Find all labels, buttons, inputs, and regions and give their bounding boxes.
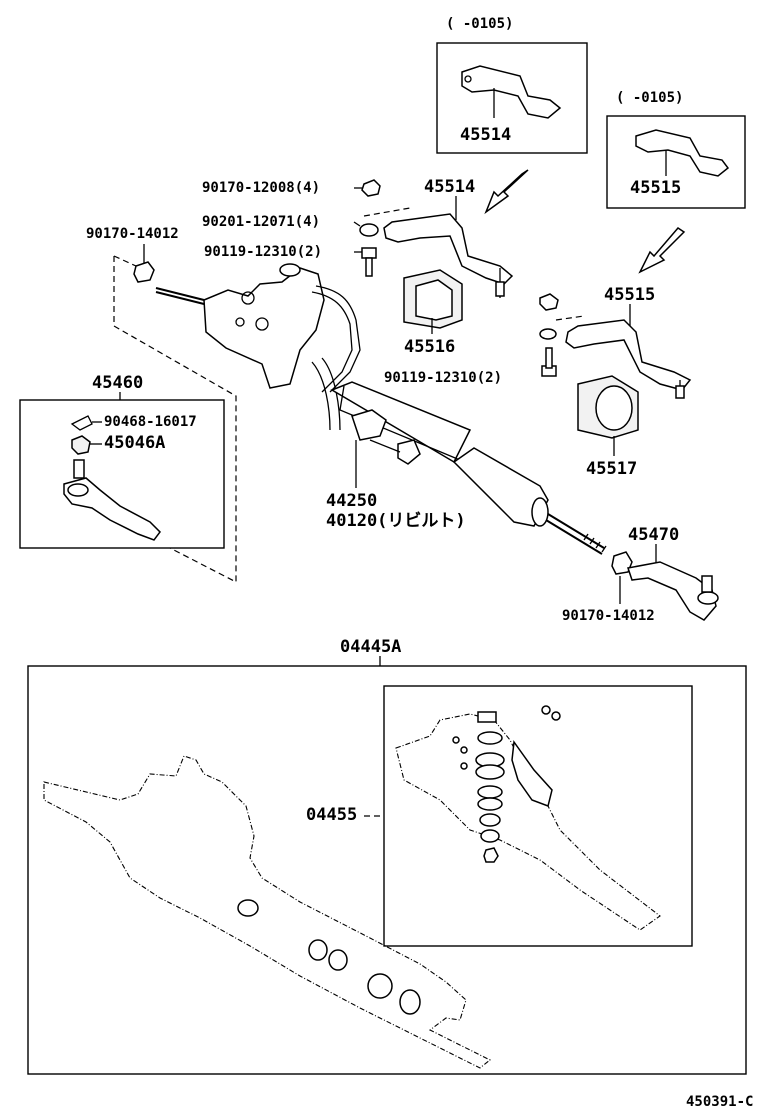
label-45517: 45517 [586, 459, 637, 479]
kit-part-cap [477, 711, 497, 723]
bracket-45514-inset-shape [461, 65, 562, 119]
seal-ring-4 [367, 973, 393, 999]
label-90170-12008: 90170-12008(4) [202, 180, 320, 196]
bracket-45515: 45515 90119-12310(2) [384, 285, 692, 399]
bushing-45517: 45517 [577, 375, 639, 479]
inset-45515-partno: 45515 [630, 178, 681, 198]
label-90468-16017: 90468-16017 [104, 414, 197, 430]
arrow-45514 [484, 169, 529, 215]
kit-04445A-frame [27, 665, 747, 1075]
washer-90201-12071 [359, 223, 379, 237]
seal-ring-5 [399, 989, 421, 1015]
valve-housing [203, 267, 325, 389]
diagram-ref-number: 450391-C [686, 1094, 753, 1110]
stud-45460 [73, 459, 85, 479]
seal-ring-1 [237, 899, 259, 917]
valve-ghost-outline [395, 713, 661, 931]
label-04445A: 04445A [340, 637, 401, 657]
dash-link-left [113, 256, 237, 583]
tie-rod-end-45470: 45470 90170-14012 [562, 525, 719, 624]
nut-45515-hardware [539, 293, 559, 311]
label-90119-12310-a: 90119-12310(2) [204, 244, 322, 260]
label-90170-14012-b: 90170-14012 [562, 608, 655, 624]
inset-45514: ( -0105) 45514 [436, 16, 588, 154]
inset-45514-date-label: ( -0105) [446, 16, 513, 32]
tie-rod-left [155, 287, 213, 303]
label-45514: 45514 [424, 177, 475, 197]
label-45460: 45460 [92, 373, 143, 393]
label-45515: 45515 [604, 285, 655, 305]
inset-45514-partno: 45514 [460, 125, 511, 145]
bolt-shank-45515 [545, 347, 553, 369]
bushing-45516: 45516 [403, 269, 463, 357]
bracket-45514: 45514 [363, 177, 514, 298]
bolt-shank-90119-12310 [365, 257, 373, 277]
fasteners-top: 90170-12008(4) 90201-12071(4) 90119-1231… [202, 179, 381, 277]
label-44250: 44250 [326, 491, 377, 511]
tie-rod-end-45460 [63, 477, 161, 541]
label-90170-14012-a: 90170-14012 [86, 226, 179, 242]
nut-90170-14012-left [133, 261, 155, 283]
steering-rack-assembly: 44250 40120(リビルト) [155, 263, 607, 555]
label-45470: 45470 [628, 525, 679, 545]
inset-45515-date-label: ( -0105) [616, 90, 683, 106]
nut-90170-12008 [361, 179, 381, 197]
inset-45515-frame [606, 115, 746, 209]
inset-45514-frame [436, 42, 588, 154]
kit-04455-frame [383, 685, 693, 947]
rack-ghost-outline [43, 755, 492, 1069]
kit-04445A: 04445A 04455 [27, 637, 747, 1075]
label-40120: 40120(リビルト) [326, 511, 466, 531]
tie-rod-right [547, 513, 605, 549]
label-90119-12310-b: 90119-12310(2) [384, 370, 502, 386]
rack-cylinder [452, 447, 549, 527]
seal-ring-2 [308, 939, 328, 961]
nut-90170-14012-right [611, 551, 633, 575]
inset-45460-frame [19, 399, 225, 549]
cotter-pin-90468 [70, 415, 93, 431]
label-45516: 45516 [404, 337, 455, 357]
label-45046A: 45046A [104, 433, 165, 453]
label-90201-12071: 90201-12071(4) [202, 214, 320, 230]
seal-ring-3 [328, 949, 348, 971]
bracket-45515-inset-shape [635, 129, 730, 177]
washer-45515-hardware [539, 328, 557, 340]
rack-tube [330, 381, 472, 464]
label-04455: 04455 [306, 805, 357, 825]
arrow-45515 [638, 227, 686, 274]
bolt-head-90119-12310 [361, 247, 377, 259]
inset-45515: ( -0105) 45515 [606, 90, 746, 209]
inset-45460: 45460 90468-16017 45046A [19, 373, 225, 549]
nut-45046A [71, 435, 91, 455]
